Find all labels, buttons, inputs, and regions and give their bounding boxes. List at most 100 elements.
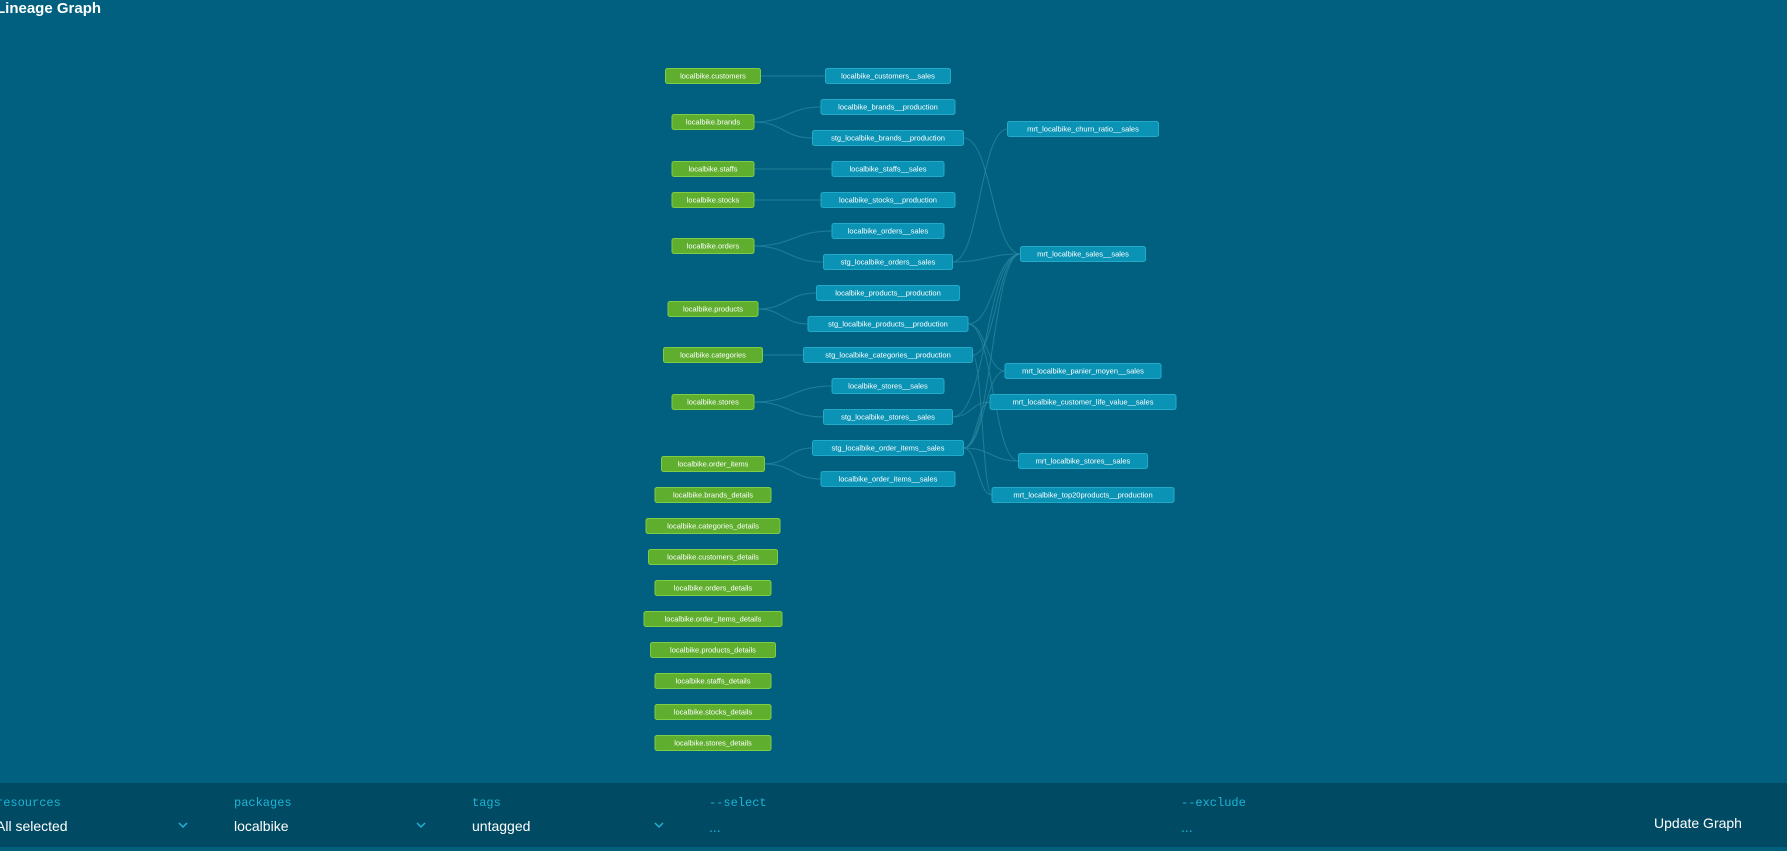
model-node[interactable]: localbike_orders__sales [831,223,945,239]
node-box[interactable] [671,114,755,130]
source-node[interactable]: localbike.stores [671,394,755,410]
model-node[interactable]: mrt_localbike_stores__sales [1018,453,1148,469]
source-node[interactable]: localbike.products_details [650,642,776,658]
node-label: localbike.stores [687,398,739,407]
resources-filter[interactable]: resources All selected [0,783,196,847]
source-node[interactable]: localbike.staffs_details [654,673,772,689]
model-node[interactable]: localbike_customers__sales [825,68,951,84]
node-box[interactable] [661,456,765,472]
node-box[interactable] [665,68,761,84]
node-box[interactable] [667,301,759,317]
model-node[interactable]: mrt_localbike_customer_life_value__sales [989,394,1177,410]
source-node[interactable]: localbike.categories_details [645,518,781,534]
node-box[interactable] [648,549,778,565]
source-node[interactable]: localbike.order_items_details [643,611,783,627]
model-node[interactable]: localbike_stores__sales [831,378,945,394]
source-node[interactable]: localbike.staffs [671,161,755,177]
model-node[interactable]: stg_localbike_products__production [807,316,969,332]
model-node[interactable]: stg_localbike_categories__production [803,347,973,363]
node-box[interactable] [803,347,973,363]
model-node[interactable]: mrt_localbike_churn_ratio__sales [1007,121,1159,137]
node-box[interactable] [663,347,763,363]
node-label: localbike_products__production [835,289,941,298]
node-box[interactable] [807,316,969,332]
lineage-graph-canvas[interactable]: localbike.customers localbike.brands local… [0,0,1787,780]
node-box[interactable] [825,68,951,84]
node-box[interactable] [989,394,1177,410]
node-box[interactable] [1020,246,1146,262]
node-box[interactable] [654,580,772,596]
source-node[interactable]: localbike.orders [671,238,755,254]
node-box[interactable] [654,735,772,751]
node-label: stg_localbike_order_items__sales [832,444,945,453]
node-box[interactable] [654,673,772,689]
chevron-down-icon[interactable] [178,820,188,830]
graph-edge [972,253,1021,356]
packages-filter[interactable]: packages localbike [234,783,434,847]
node-box[interactable] [671,192,755,208]
graph-edge [963,137,1021,255]
model-node[interactable]: stg_localbike_brands__production [812,130,964,146]
node-box[interactable] [820,99,956,115]
node-label: stg_localbike_categories__production [825,351,951,360]
node-label: localbike_customers__sales [841,72,935,81]
node-box[interactable] [831,161,945,177]
model-node[interactable]: localbike_staffs__sales [831,161,945,177]
node-box[interactable] [816,285,960,301]
select-input[interactable] [709,816,1089,838]
model-node[interactable]: localbike_products__production [816,285,960,301]
node-box[interactable] [823,409,953,425]
node-box[interactable] [645,518,781,534]
node-label: mrt_localbike_churn_ratio__sales [1027,125,1139,134]
chevron-down-icon[interactable] [654,820,664,830]
packages-select[interactable]: localbike [234,818,289,834]
tags-filter[interactable]: tags untagged [472,783,672,847]
node-box[interactable] [831,223,945,239]
model-node[interactable]: stg_localbike_orders__sales [823,254,953,270]
node-label: localbike.stocks_details [674,708,753,717]
source-node[interactable]: localbike.categories [663,347,763,363]
node-box[interactable] [650,642,776,658]
source-node[interactable]: localbike.customers_details [648,549,778,565]
model-node[interactable]: mrt_localbike_top20products__production [991,487,1175,503]
exclude-input[interactable] [1181,816,1561,838]
source-node[interactable]: localbike.brands [671,114,755,130]
source-node[interactable]: localbike.stores_details [654,735,772,751]
node-box[interactable] [654,704,772,720]
model-node[interactable]: mrt_localbike_panier_moyen__sales [1004,363,1162,379]
source-node[interactable]: localbike.order_items [661,456,765,472]
resources-select[interactable]: All selected [0,818,68,834]
node-box[interactable] [1004,363,1162,379]
source-node[interactable]: localbike.stocks [671,192,755,208]
source-node[interactable]: localbike.orders_details [654,580,772,596]
model-node[interactable]: localbike_order_items__sales [820,471,956,487]
model-node[interactable]: mrt_localbike_sales__sales [1020,246,1146,262]
node-box[interactable] [671,238,755,254]
model-node[interactable]: localbike_stocks__production [820,192,956,208]
node-box[interactable] [812,130,964,146]
node-box[interactable] [812,440,964,456]
node-box[interactable] [831,378,945,394]
source-node[interactable]: localbike.products [667,301,759,317]
source-node[interactable]: localbike.brands_details [654,487,772,503]
source-node[interactable]: localbike.stocks_details [654,704,772,720]
node-box[interactable] [820,192,956,208]
model-node[interactable]: stg_localbike_stores__sales [823,409,953,425]
node-box[interactable] [671,161,755,177]
update-graph-button[interactable]: Update Graph [1640,809,1756,837]
source-node[interactable]: localbike.customers [665,68,761,84]
chevron-down-icon[interactable] [416,820,426,830]
node-box[interactable] [991,487,1175,503]
model-node[interactable]: localbike_brands__production [820,99,956,115]
node-label: localbike_order_items__sales [839,475,938,484]
node-label: localbike.customers [680,72,746,81]
node-box[interactable] [671,394,755,410]
node-box[interactable] [654,487,772,503]
model-node[interactable]: stg_localbike_order_items__sales [812,440,964,456]
node-box[interactable] [1007,121,1159,137]
node-box[interactable] [823,254,953,270]
tags-select[interactable]: untagged [472,818,531,834]
node-box[interactable] [820,471,956,487]
node-box[interactable] [643,611,783,627]
node-box[interactable] [1018,453,1148,469]
